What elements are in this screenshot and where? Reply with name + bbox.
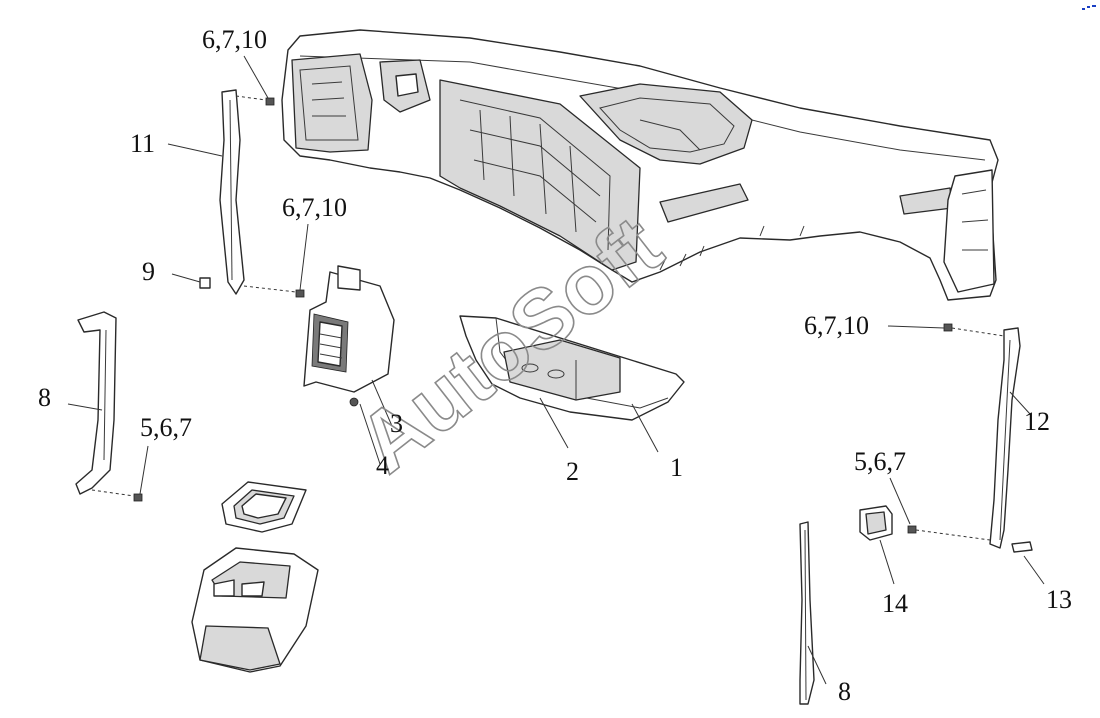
bolt-1 — [265, 97, 275, 106]
callout-labels: 1 2 3 4 5,6,7 5,6,7 6,7,10 6,7,10 6,7,10… — [38, 25, 1072, 706]
screw-fastener — [349, 397, 359, 407]
callout-6-7-10-top: 6,7,10 — [202, 25, 267, 54]
callout-11: 11 — [130, 129, 155, 158]
strip-lower-right — [799, 521, 815, 705]
bolt-3 — [133, 493, 143, 502]
bushing — [199, 277, 211, 289]
dashboard-frame — [281, 29, 999, 301]
callout-6-7-10-middle: 6,7,10 — [282, 193, 347, 222]
callout-8-left: 8 — [38, 383, 51, 412]
callout-2: 2 — [566, 457, 579, 486]
callout-5-6-7-left: 5,6,7 — [140, 413, 192, 442]
lower-tray — [459, 315, 685, 421]
corner-mark — [1082, 5, 1096, 10]
small-pin — [1011, 541, 1033, 553]
trim-strip-left — [219, 89, 245, 295]
callout-9: 9 — [142, 257, 155, 286]
bolt-5 — [907, 525, 917, 534]
callout-13: 13 — [1046, 585, 1072, 614]
bolt-4 — [943, 323, 953, 332]
gear-bezel-frame — [221, 481, 307, 533]
callout-8-bottom: 8 — [838, 677, 851, 706]
fasteners — [133, 97, 953, 534]
vent-panel — [303, 265, 395, 407]
callout-3: 3 — [390, 409, 403, 438]
callout-5-6-7-right: 5,6,7 — [854, 447, 906, 476]
callout-6-7-10-right: 6,7,10 — [804, 311, 869, 340]
callout-4: 4 — [376, 451, 389, 480]
switch-block — [859, 505, 893, 541]
console-base — [191, 547, 319, 673]
callout-12: 12 — [1024, 407, 1050, 436]
callout-1: 1 — [670, 453, 683, 482]
assembly-lines — [91, 95, 1005, 541]
bracket-left — [75, 311, 117, 495]
callout-14: 14 — [882, 589, 908, 618]
leader-lines — [67, 55, 1045, 685]
bolt-2 — [295, 289, 305, 298]
trim-strip-right — [989, 327, 1021, 549]
